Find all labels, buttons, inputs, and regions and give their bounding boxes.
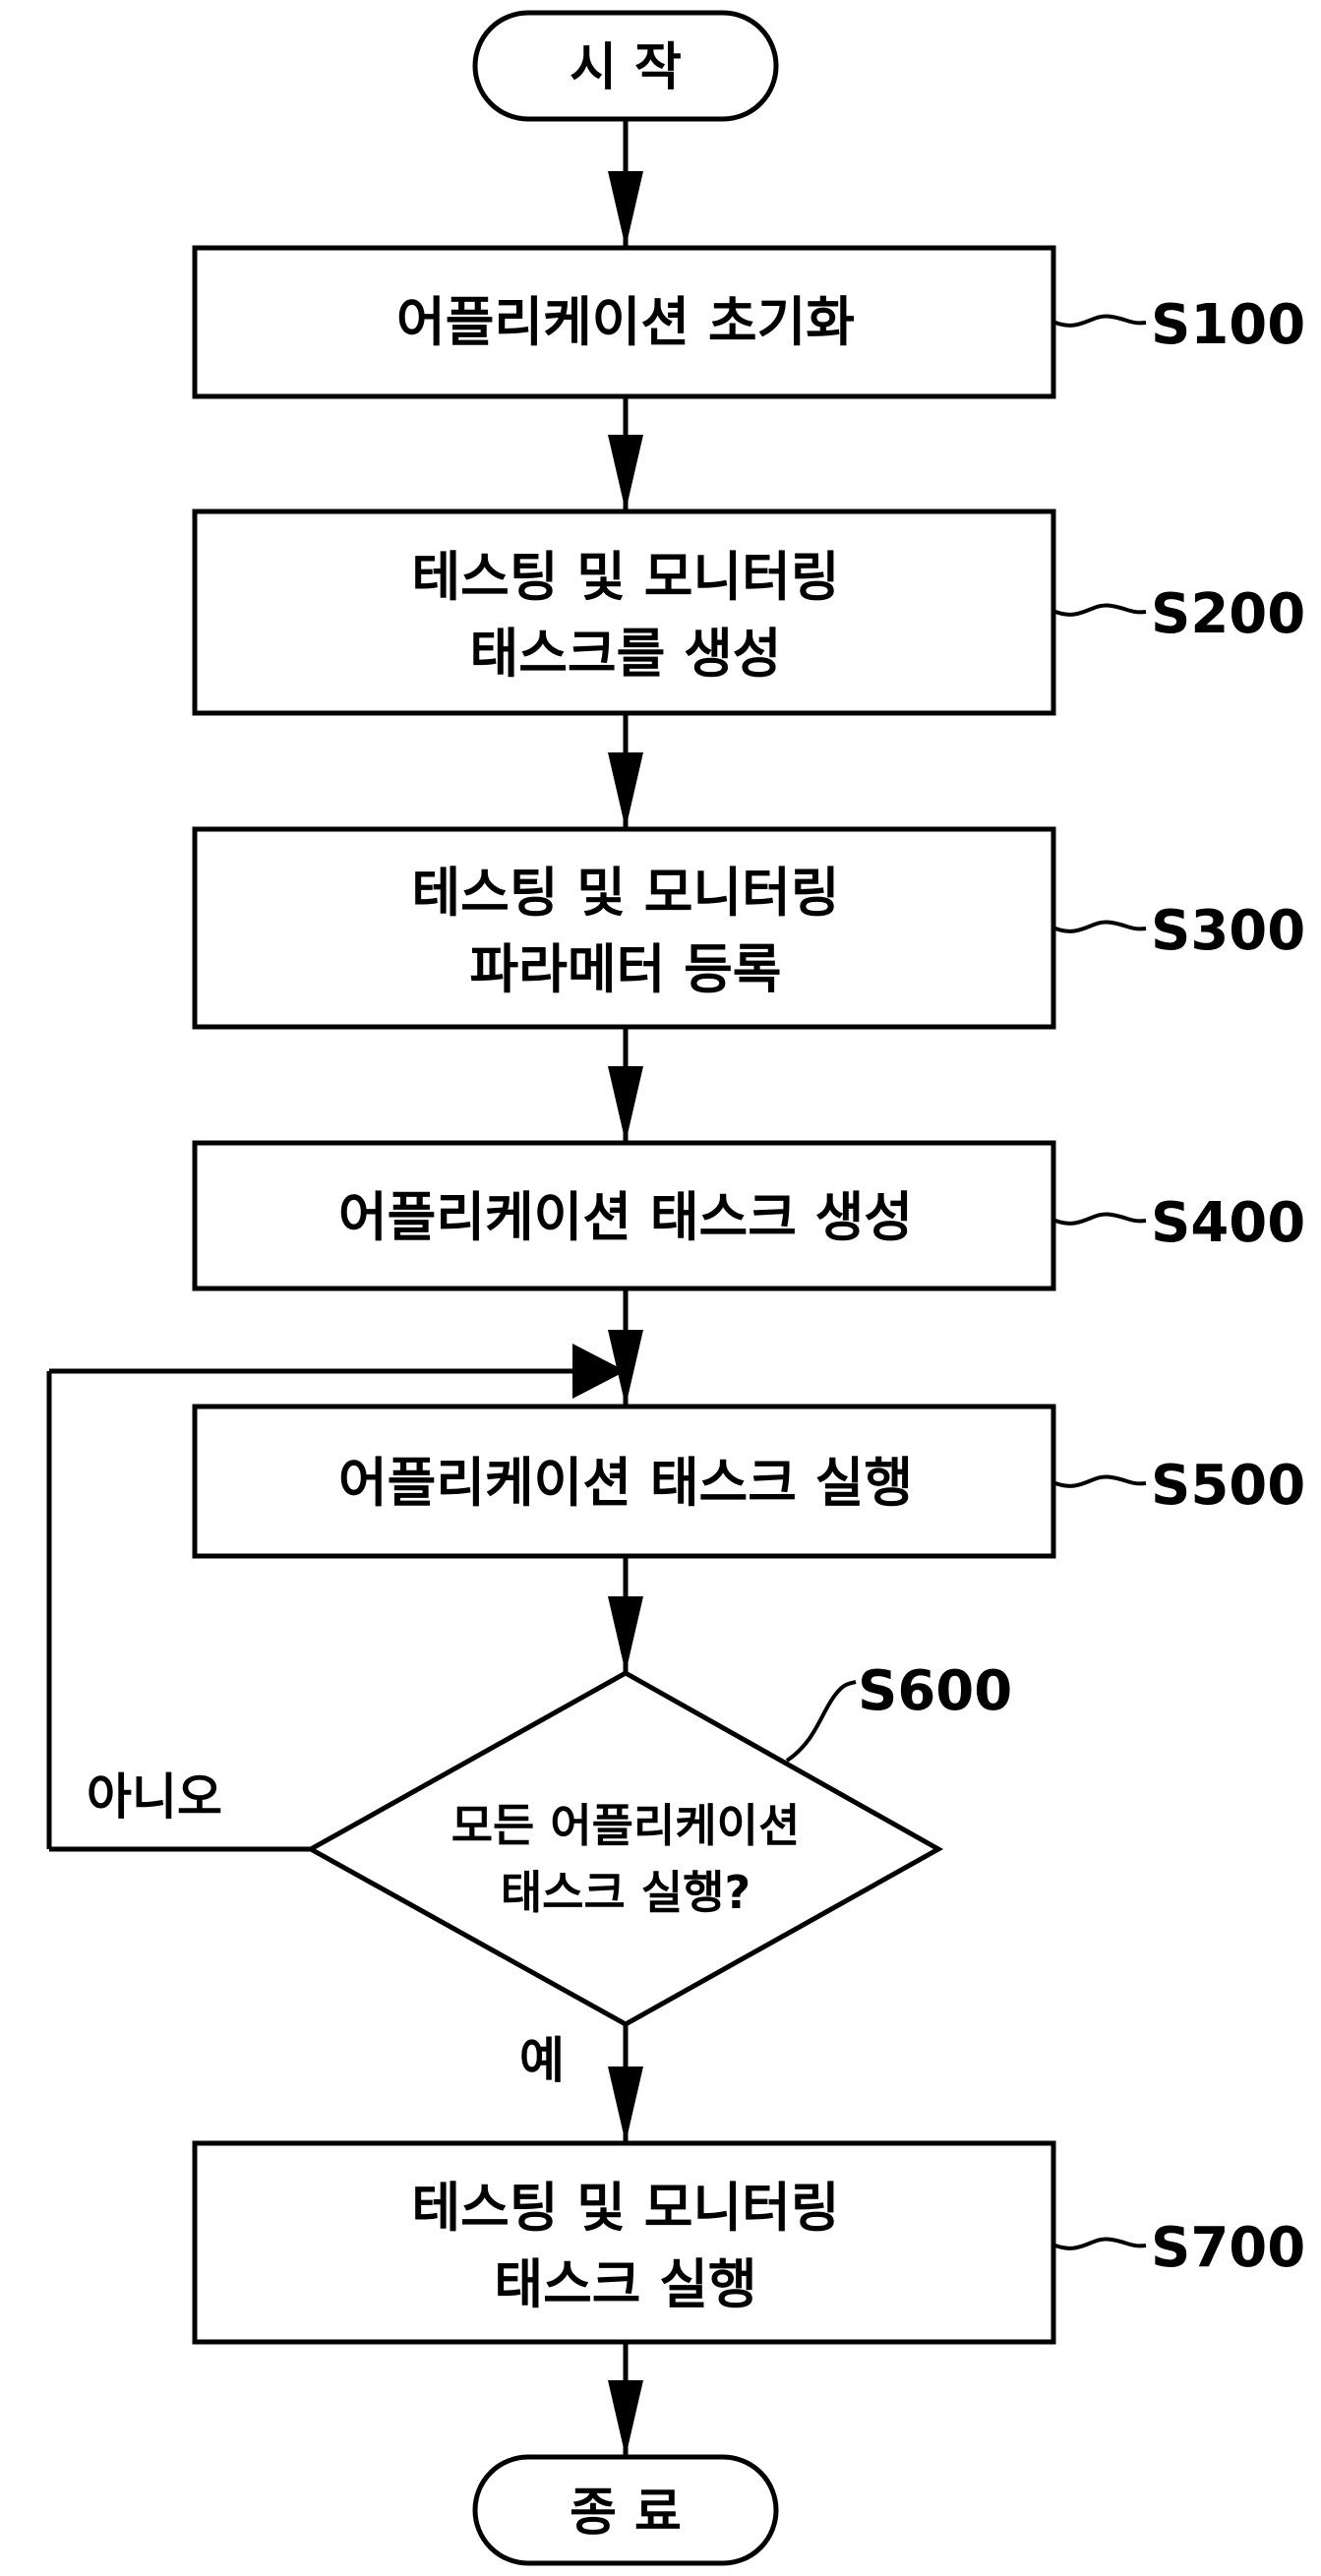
arrowhead-down <box>608 2380 643 2457</box>
decision-text-1: 모든 어플리케이션 <box>451 1799 801 1852</box>
step-s500-id: S500 <box>1151 1454 1305 1518</box>
step-s400-text: 어플리케이션 태스크 생성 <box>338 1186 913 1248</box>
leader-line <box>1054 603 1147 617</box>
step-s200-text-2: 태스크를 생성 <box>470 623 782 685</box>
arrowhead-down <box>608 2067 643 2143</box>
step-s500-text: 어플리케이션 태스크 실행 <box>338 1452 913 1514</box>
leader-line <box>1054 314 1147 328</box>
step-s200: 테스팅 및 모니터링 태스크를 생성 S200 <box>192 509 1305 716</box>
connectors <box>46 119 643 2457</box>
step-s300-text-1: 테스팅 및 모니터링 <box>411 862 839 924</box>
yes-label: 예 <box>519 2032 565 2089</box>
end-label: 종 료 <box>570 2484 682 2543</box>
decision-id: S600 <box>858 1659 1012 1723</box>
start-label: 시 작 <box>570 38 682 97</box>
leader-line <box>1054 2237 1147 2250</box>
decision-text-2: 태스크 실행? <box>501 1866 751 1919</box>
leader-line <box>1054 1212 1147 1226</box>
process-steps: 어플리케이션 초기화 S100 테스팅 및 모니터링 태스크를 생성 S200 … <box>192 245 1305 2345</box>
arrowhead-down <box>608 1596 643 1673</box>
arrowhead-down <box>608 1330 643 1407</box>
end-terminal: 종 료 <box>472 2454 779 2566</box>
step-s400-id: S400 <box>1151 1191 1305 1255</box>
start-terminal: 시 작 <box>472 10 779 122</box>
leader-line <box>1054 920 1147 933</box>
arrowhead-right <box>572 1344 626 1399</box>
arrowhead-down <box>608 435 643 511</box>
step-s100: 어플리케이션 초기화 S100 <box>192 245 1305 399</box>
arrowhead-down <box>608 752 643 829</box>
step-s700-id: S700 <box>1151 2216 1305 2280</box>
step-s200-text-1: 테스팅 및 모니터링 <box>411 546 839 608</box>
decision-s600: 모든 어플리케이션 태스크 실행? S600 아니오 예 <box>87 1659 1012 2089</box>
step-s100-id: S100 <box>1151 293 1305 357</box>
step-s700: 테스팅 및 모니터링 태스크 실행 S700 <box>192 2140 1305 2345</box>
step-s300-text-2: 파라메터 등록 <box>470 938 782 1000</box>
step-s100-text: 어플리케이션 초기화 <box>396 291 855 353</box>
step-s700-text-2: 태스크 실행 <box>494 2253 756 2315</box>
step-s700-text-1: 테스팅 및 모니터링 <box>411 2177 839 2239</box>
arrowhead-down <box>608 171 643 248</box>
leader-line <box>785 1680 857 1763</box>
step-s300-id: S300 <box>1151 899 1305 963</box>
step-s200-id: S200 <box>1151 582 1305 646</box>
arrowhead-down <box>608 1066 643 1143</box>
step-s500: 어플리케이션 태스크 실행 S500 <box>192 1404 1305 1559</box>
step-s300: 테스팅 및 모니터링 파라메터 등록 S300 <box>192 826 1305 1030</box>
step-s400: 어플리케이션 태스크 생성 S400 <box>192 1140 1305 1291</box>
leader-line <box>1054 1474 1147 1488</box>
no-label: 아니오 <box>87 1768 222 1826</box>
